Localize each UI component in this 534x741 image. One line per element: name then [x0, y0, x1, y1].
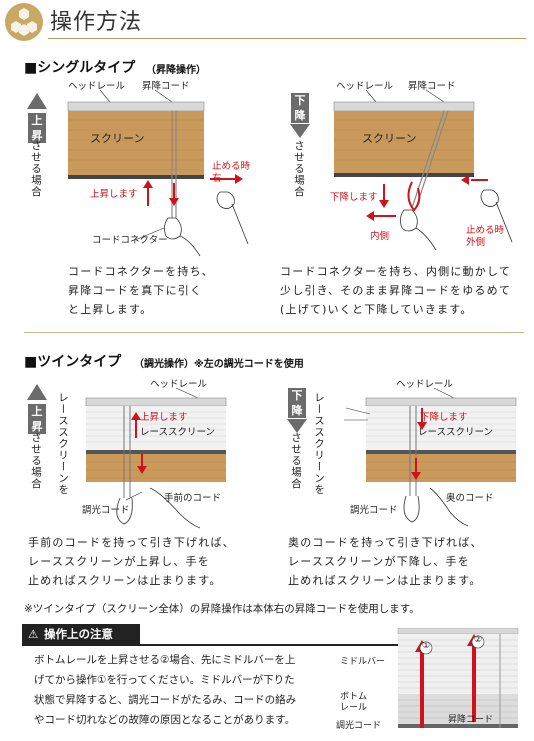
head-rail-label: ヘッドレール [336, 81, 394, 92]
mid-bar-label: ミドルバー [340, 657, 386, 667]
caution-text: ボトムレールを上昇させる②場合、先にミドルバーを上 げてから操作①を行ってくださ… [34, 654, 297, 726]
hexagon-pattern-icon [5, 3, 43, 41]
twin-down-vertical-label-1: レーススクリーンを [313, 392, 325, 496]
down-direction-badge: 下降 [287, 388, 307, 437]
caution-illustration [397, 628, 519, 728]
up-direction-badge: 上昇 [27, 384, 47, 434]
down-direction-badge: 下降 [290, 93, 310, 142]
header-rule [48, 38, 526, 39]
twin-note: ※ツインタイプ（スクリーン全体）の昇降操作は本体右の昇降コードを使用します。 [24, 603, 420, 615]
head-rail-label: ヘッドレール [68, 81, 126, 92]
screen-label: スクリーン [90, 132, 145, 145]
single-down-illustration [333, 89, 513, 251]
single-down-description: コードコネクターを持ち、内側に動かして 少し引き、そのまま昇降コードをゆるめて … [280, 265, 512, 316]
twin-down-description: 奥のコードを持って引き下げれば、 レーススクリーンが下降し、手を 止めればスクリ… [288, 536, 483, 587]
single-down-vertical-label: させる場合 [293, 140, 305, 198]
caution-header: ⚠ 操作上の注意 [22, 624, 140, 644]
twin-up-vertical-label-1: レーススクリーンを [57, 392, 69, 496]
stop-right-label-line1: 止める時 [212, 161, 251, 172]
head-rail-label: ヘッドレール [150, 379, 208, 390]
page-title: 操作方法 [50, 10, 143, 35]
front-cord-label: 手前のコード [164, 493, 222, 504]
twin-up-description: 手前のコードを持って引き下げれば、 レーススクリーンが上昇し、手を 止めればスク… [28, 536, 235, 587]
inside-label: 内側 [370, 231, 390, 242]
dimmer-cord-label: 調光コード [336, 721, 382, 731]
up-direction-badge: 上昇 [27, 93, 47, 143]
head-rail-label: ヘッドレール [396, 379, 454, 390]
rising-label: 上昇します [90, 189, 138, 200]
lift-cord-label: 昇降コード [408, 81, 456, 92]
twin-up-illustration [85, 388, 227, 529]
twin-down-vertical-label-2: させる場合 [290, 432, 302, 490]
lowering-label: 下降します [420, 412, 468, 423]
dimmer-cord-label: 調光コード [82, 505, 130, 516]
rising-label: 上昇します [140, 412, 188, 423]
caution-box [22, 644, 518, 736]
step-1-marker: ① [422, 641, 431, 651]
lift-cord-label: 昇降コード [448, 715, 494, 725]
warning-icon: ⚠ [28, 627, 39, 641]
cord-connector-label: コードコネクター [92, 235, 168, 246]
screen-label: スクリーン [362, 132, 417, 145]
single-up-vertical-label: させる場合 [30, 140, 42, 198]
twin-type-subtitle: （調光操作）※左の調光コードを使用 [134, 359, 304, 370]
lace-screen-label: レーススクリーン [418, 427, 494, 438]
section-divider [24, 332, 524, 333]
step-2-marker: ② [474, 635, 483, 645]
stop-outside-label-line2: 外側 [466, 237, 486, 248]
lace-screen-label: レーススクリーン [140, 427, 216, 438]
twin-type-title: ■ツインタイプ [24, 354, 122, 370]
back-cord-label: 奥のコード [446, 493, 494, 504]
twin-down-illustration [344, 388, 517, 527]
stop-outside-label-line1: 止める時 [466, 225, 505, 236]
single-type-title: ■シングルタイプ [24, 60, 136, 76]
lift-cord-label: 昇降コード [142, 81, 190, 92]
twin-up-vertical-label-2: させる場合 [30, 432, 42, 490]
single-up-description: コードコネクターを持ち、 昇降コードを真下に引く と上昇します。 [68, 265, 214, 316]
single-type-subtitle: （昇降操作） [146, 65, 206, 76]
stop-right-label-line2: 右 [212, 173, 222, 184]
single-up-illustration [67, 89, 249, 257]
caution-title: 操作上の注意 [44, 627, 114, 641]
dimmer-cord-label: 調光コード [350, 505, 398, 516]
bottom-rail-label: ボトム レール [340, 692, 368, 713]
lowering-label: 下降します [330, 192, 378, 203]
